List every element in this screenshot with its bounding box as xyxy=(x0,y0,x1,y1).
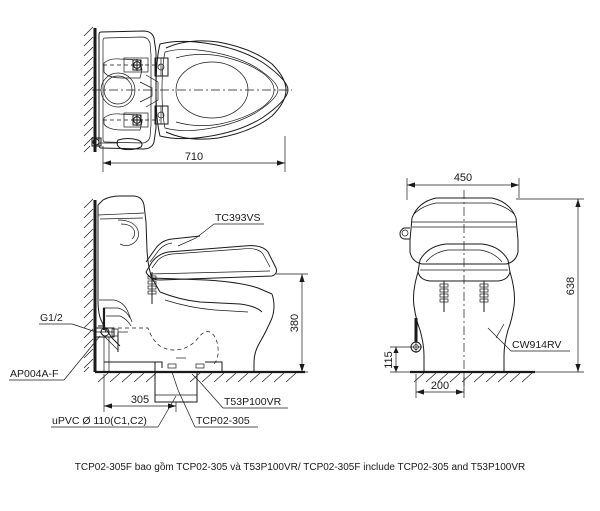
side-view-wall xyxy=(83,198,97,373)
top-view-supply xyxy=(91,137,102,147)
dimension-depth-value: 710 xyxy=(185,151,203,163)
top-view-wall xyxy=(83,26,97,153)
front-view: 450 638 115 xyxy=(383,172,584,398)
label-angle-valve: AP004A-F xyxy=(9,335,101,381)
label-pan-connector-text: TCP02-305 xyxy=(196,415,250,427)
dimension-width-450: 450 xyxy=(406,172,520,200)
dimension-valve-offset-200: 200 xyxy=(415,374,465,398)
top-view-lever xyxy=(99,138,143,151)
label-toilet-model-text: CW914RV xyxy=(512,339,561,351)
label-angle-valve-text: AP004A-F xyxy=(10,368,58,380)
dimension-rough-in-value: 305 xyxy=(131,394,149,406)
dimension-valve-height-value: 115 xyxy=(383,351,395,369)
label-flange-text: T53P100VR xyxy=(224,396,282,408)
side-view-bowl xyxy=(151,277,275,372)
dimension-valve-offset-value: 200 xyxy=(431,380,449,392)
sheet-caption: TCP02-305F bao gồm TCP02-305 và T53P100V… xyxy=(75,461,525,473)
dimension-seat-height-380: 380 xyxy=(258,273,308,373)
front-view-tank xyxy=(399,197,519,265)
side-view: 380 305 TC393VS G1/2 xyxy=(9,195,308,428)
label-seat-model: TC393VS xyxy=(177,212,264,247)
dimension-depth-710: 710 xyxy=(102,136,286,172)
top-view-tank-internals xyxy=(100,57,160,131)
label-drain-pipe: uPVC Ø 110(C1,C2) xyxy=(51,395,177,428)
front-view-supply-valve xyxy=(410,318,422,353)
label-supply-thread-text: G1/2 xyxy=(40,312,63,324)
label-supply-thread: G1/2 xyxy=(39,312,97,333)
top-view-bowl xyxy=(155,40,289,140)
label-pan-connector: TCP02-305 xyxy=(171,371,258,428)
front-view-seat-bolts xyxy=(439,281,489,312)
dimension-rough-in-305: 305 xyxy=(103,374,177,412)
top-view: 710 xyxy=(83,26,292,172)
side-view-seat-bolt xyxy=(147,272,157,304)
front-view-floor xyxy=(410,370,535,383)
side-view-supply-valve xyxy=(95,308,128,372)
label-toilet-model: CW914RV xyxy=(487,327,570,352)
label-flange: T53P100VR xyxy=(191,373,288,409)
dimension-valve-height-115: 115 xyxy=(383,346,412,373)
top-view-hinges xyxy=(154,57,169,125)
side-view-tank xyxy=(97,195,161,351)
label-drain-pipe-text: uPVC Ø 110(C1,C2) xyxy=(52,415,147,427)
side-view-floor-drain xyxy=(143,357,223,403)
side-view-floor xyxy=(95,370,305,383)
dimension-width-value: 450 xyxy=(454,172,472,184)
label-seat-model-text: TC393VS xyxy=(215,212,261,224)
dimension-total-height-value: 638 xyxy=(565,277,577,295)
dimension-total-height-638: 638 xyxy=(506,198,584,373)
side-view-seat xyxy=(145,235,277,281)
dimension-seat-height-value: 380 xyxy=(289,314,301,332)
side-view-pan-connector xyxy=(104,327,219,368)
